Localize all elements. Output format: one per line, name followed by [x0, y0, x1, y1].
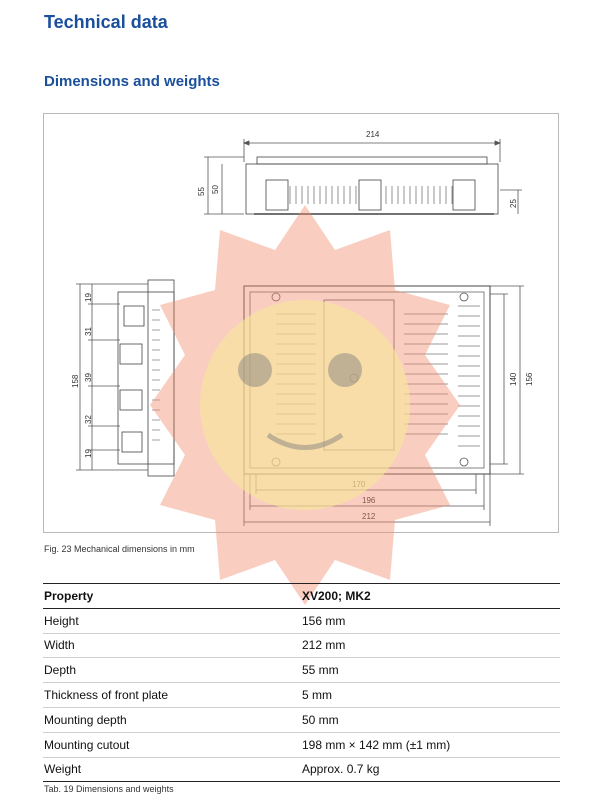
dim-170: 170	[352, 480, 366, 489]
table-row: Mounting cutout 198 mm × 142 mm (±1 mm)	[43, 733, 560, 758]
table-row: Depth 55 mm	[43, 658, 560, 684]
figure-caption: Fig. 23 Mechanical dimensions in mm	[44, 544, 195, 554]
dim-196: 196	[362, 496, 376, 505]
dim-25: 25	[509, 199, 518, 208]
dim-19-bottom: 19	[84, 449, 93, 458]
row-property: Mounting cutout	[44, 737, 130, 752]
row-property: Mounting depth	[44, 712, 127, 727]
header-model: XV200; MK2	[302, 588, 371, 603]
dim-50: 50	[211, 185, 220, 194]
table-row: Weight Approx. 0.7 kg	[43, 758, 560, 783]
table-row: Width 212 mm	[43, 634, 560, 659]
row-property: Depth	[44, 663, 77, 678]
dim-55: 55	[197, 187, 206, 196]
row-property: Width	[44, 638, 75, 653]
table-row: Mounting depth 50 mm	[43, 708, 560, 733]
table-header-row: Property XV200; MK2	[43, 583, 560, 609]
row-property: Height	[44, 613, 79, 628]
dim-212: 212	[362, 512, 376, 521]
drawing-svg: 214	[71, 130, 534, 526]
dim-31: 31	[84, 327, 93, 336]
table-row: Height 156 mm	[43, 609, 560, 634]
dim-214: 214	[366, 130, 380, 139]
row-value: 156 mm	[302, 613, 346, 628]
dim-32: 32	[84, 415, 93, 424]
dim-158: 158	[71, 374, 80, 388]
mechanical-drawing-figure: 214	[43, 113, 559, 533]
rear-view: 170 196 212 140 156	[243, 285, 534, 526]
row-value: Approx. 0.7 kg	[302, 762, 380, 777]
dim-39: 39	[84, 373, 93, 382]
top-view: 214	[197, 130, 522, 215]
subsection-title: Dimensions and weights	[44, 73, 220, 90]
dimensions-table: Property XV200; MK2 Height 156 mm Width …	[43, 583, 560, 783]
dim-156: 156	[525, 372, 534, 386]
table-caption: Tab. 19 Dimensions and weights	[44, 784, 174, 794]
row-property: Thickness of front plate	[44, 688, 169, 703]
row-value: 5 mm	[302, 688, 332, 703]
dim-19-top: 19	[84, 293, 93, 302]
table-row: Thickness of front plate 5 mm	[43, 683, 560, 708]
dim-140: 140	[509, 372, 518, 386]
row-value: 50 mm	[302, 712, 339, 727]
section-title: Technical data	[44, 12, 168, 32]
row-property: Weight	[44, 762, 82, 777]
side-view: 158 19 31 39 32 19	[71, 279, 175, 477]
header-property: Property	[44, 588, 94, 603]
row-value: 55 mm	[302, 663, 339, 678]
row-value: 212 mm	[302, 638, 346, 653]
row-value: 198 mm × 142 mm (±1 mm)	[302, 737, 451, 752]
